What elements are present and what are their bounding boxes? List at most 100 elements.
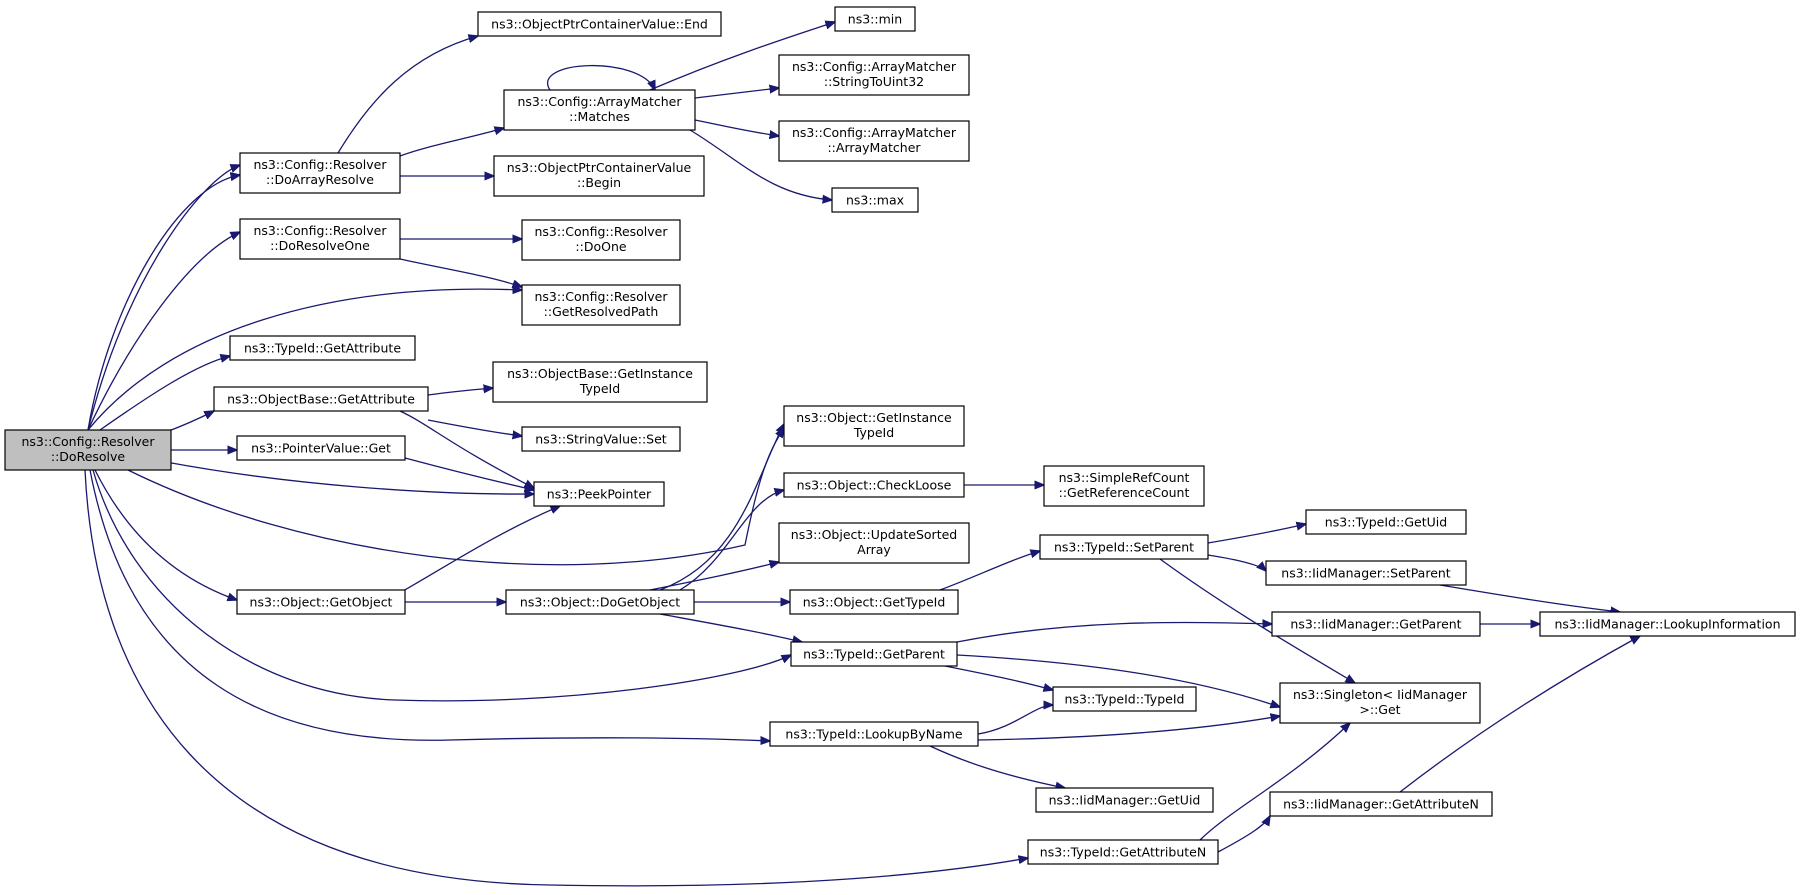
node-box (1039, 534, 1209, 560)
function-nodes: ns3::Config::Resolver::DoResolvens3::Con… (4, 6, 1796, 865)
node-label: ::StringToUint32 (824, 74, 924, 89)
call-edge (1199, 723, 1350, 841)
node-label: ns3::Config::Resolver (534, 289, 668, 304)
node-label: ns3::Object::GetInstance (796, 410, 952, 425)
node-typeid-lookupbyname[interactable]: ns3::TypeId::LookupByName (769, 721, 979, 747)
node-label: ::GetReferenceCount (1059, 485, 1190, 500)
node-box (236, 589, 406, 615)
node-box (790, 641, 958, 667)
node-label: Array (857, 542, 891, 557)
node-label: ::DoResolve (51, 449, 126, 464)
node-box (778, 522, 970, 564)
node-arraymatcher-matches[interactable]: ns3::Config::ArrayMatcher::Matches (503, 89, 696, 131)
node-typeid-setparent[interactable]: ns3::TypeId::SetParent (1039, 534, 1209, 560)
node-ns3-min[interactable]: ns3::min (834, 6, 916, 32)
node-doresolveone[interactable]: ns3::Config::Resolver::DoResolveOne (239, 218, 401, 260)
node-peekpointer[interactable]: ns3::PeekPointer (533, 481, 665, 507)
node-label: ns3::ObjectPtrContainerValue (507, 160, 692, 175)
call-edge (1399, 636, 1640, 793)
node-objectbase-getattribute[interactable]: ns3::ObjectBase::GetAttribute (213, 386, 429, 412)
call-edge (165, 461, 534, 494)
node-box (492, 361, 708, 403)
node-simplerefcount-getreferencecount[interactable]: ns3::SimpleRefCount::GetReferenceCount (1043, 465, 1205, 507)
node-label: ns3::TypeId::GetAttribute (244, 341, 401, 356)
call-edge (939, 551, 1040, 591)
call-edge (94, 469, 237, 600)
node-box (505, 589, 695, 615)
node-label: ::ArrayMatcher (827, 140, 921, 155)
call-edge (92, 469, 791, 702)
call-edge (165, 411, 214, 433)
call-edge (89, 469, 770, 741)
node-box (1271, 611, 1481, 637)
node-label: ns3::Config::Resolver (253, 157, 387, 172)
node-typeid-getattribute[interactable]: ns3::TypeId::GetAttribute (229, 335, 416, 361)
node-doarrayresolve[interactable]: ns3::Config::Resolver::DoArrayResolve (239, 152, 401, 194)
node-object-checkloose[interactable]: ns3::Object::CheckLoose (783, 472, 965, 498)
node-ns3-max[interactable]: ns3::max (831, 187, 919, 213)
node-object-getobject[interactable]: ns3::Object::GetObject (236, 589, 406, 615)
node-typeid-getattributen[interactable]: ns3::TypeId::GetAttributeN (1027, 839, 1219, 865)
node-typeid-getparent[interactable]: ns3::TypeId::GetParent (790, 641, 958, 667)
call-edge (427, 388, 493, 396)
call-edge (399, 258, 522, 287)
node-box (521, 426, 681, 452)
node-label: ns3::Singleton< IidManager (1293, 687, 1468, 702)
node-box (1027, 839, 1219, 865)
call-edge (694, 88, 779, 99)
node-box (503, 89, 696, 131)
call-edge (1207, 554, 1266, 571)
node-box (778, 120, 970, 162)
node-label: ns3::Config::ArrayMatcher (792, 125, 957, 140)
call-edge (956, 654, 1280, 707)
node-label: ns3::Config::Resolver (253, 223, 387, 238)
node-arraymatcher-stringtouint32[interactable]: ns3::Config::ArrayMatcher::StringToUint3… (778, 54, 970, 96)
node-label: ns3::TypeId::GetParent (803, 647, 945, 662)
call-edge (87, 289, 522, 431)
call-edge (399, 410, 534, 488)
node-label: ns3::PeekPointer (547, 487, 652, 502)
node-opcv-begin[interactable]: ns3::ObjectPtrContainerValue::Begin (493, 155, 705, 197)
node-iidmanager-getuid[interactable]: ns3::IidManager::GetUid (1035, 787, 1214, 813)
node-box (493, 155, 705, 197)
node-label: ns3::ObjectPtrContainerValue::End (491, 17, 708, 32)
node-label: ns3::Object::GetObject (250, 595, 393, 610)
node-object-gettypeid[interactable]: ns3::Object::GetTypeId (789, 589, 959, 615)
node-iidmanager-setparent[interactable]: ns3::IidManager::SetParent (1265, 560, 1467, 586)
node-label: ns3::ObjectBase::GetAttribute (227, 392, 415, 407)
node-label: TypeId (579, 381, 620, 396)
node-label: TypeId (853, 425, 894, 440)
node-typeid-typeid[interactable]: ns3::TypeId::TypeId (1052, 686, 1197, 712)
node-singleton-get[interactable]: ns3::Singleton< IidManager >::Get (1279, 682, 1481, 724)
node-object-dogetobject[interactable]: ns3::Object::DoGetObject (505, 589, 695, 615)
node-arraymatcher-arraymatcher[interactable]: ns3::Config::ArrayMatcher::ArrayMatcher (778, 120, 970, 162)
node-typeid-getuid[interactable]: ns3::TypeId::GetUid (1305, 509, 1467, 535)
node-opcv-end[interactable]: ns3::ObjectPtrContainerValue::End (477, 11, 722, 37)
node-iidmanager-lookupinformation[interactable]: ns3::IidManager::LookupInformation (1539, 611, 1796, 637)
call-edge (977, 716, 1280, 741)
node-box (477, 11, 722, 37)
node-label: ns3::IidManager::LookupInformation (1554, 617, 1780, 632)
node-doresolve[interactable]: ns3::Config::Resolver::DoResolve (4, 429, 172, 471)
call-edge (84, 469, 1028, 887)
node-iidmanager-getattributen[interactable]: ns3::IidManager::GetAttributeN (1269, 791, 1493, 817)
node-resolver-doone[interactable]: ns3::Config::Resolver::DoOne (521, 219, 681, 261)
node-box (521, 219, 681, 261)
node-pointervalue-get[interactable]: ns3::PointerValue::Get (236, 435, 406, 461)
node-label: ns3::TypeId::SetParent (1054, 540, 1194, 555)
node-label: ns3::Config::Resolver (21, 434, 155, 449)
node-label: ns3::Object::GetTypeId (803, 595, 946, 610)
node-stringvalue-set[interactable]: ns3::StringValue::Set (521, 426, 681, 452)
node-iidmanager-getparent[interactable]: ns3::IidManager::GetParent (1271, 611, 1481, 637)
node-label: ns3::Object::UpdateSorted (791, 527, 957, 542)
node-box (778, 54, 970, 96)
call-edge (427, 419, 522, 436)
node-box (213, 386, 429, 412)
node-label: ns3::IidManager::GetUid (1049, 793, 1201, 808)
node-box (769, 721, 979, 747)
node-resolver-getresolvedpath[interactable]: ns3::Config::Resolver::GetResolvedPath (521, 284, 681, 326)
node-box (1035, 787, 1214, 813)
